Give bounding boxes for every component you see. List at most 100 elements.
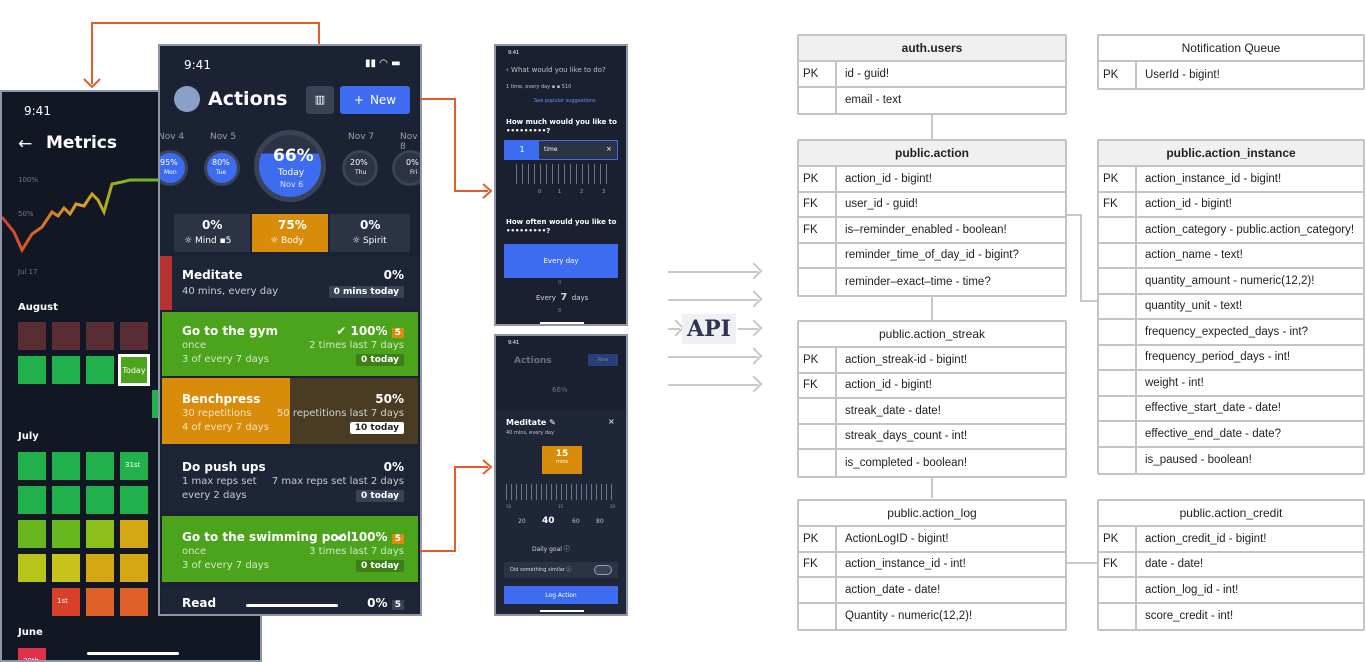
category-body[interactable] <box>252 214 328 252</box>
heatmap-cell[interactable] <box>86 588 114 616</box>
list-item[interactable]: Go to the gym once 3 of every 7 days ✔ 1… <box>162 312 418 376</box>
heatmap-cell[interactable] <box>120 554 148 582</box>
today-cell[interactable]: Today <box>118 354 150 386</box>
table-row: Quantity - numeric(12,2)! <box>799 603 1065 629</box>
category-spirit[interactable] <box>330 214 410 252</box>
heatmap-cell[interactable] <box>86 554 114 582</box>
table-row: effective_start_date - date! <box>1099 396 1363 422</box>
heatmap-cell[interactable] <box>52 452 80 480</box>
list-item[interactable]: Benchpress 30 repetitions 4 of every 7 d… <box>162 378 418 444</box>
heatmap-cell[interactable] <box>18 554 46 582</box>
ruler-slider[interactable] <box>506 484 616 500</box>
tick-label: 2 <box>580 189 584 195</box>
preset-option[interactable]: 20 <box>518 518 526 525</box>
tick-label: 15 <box>558 504 564 509</box>
heatmap-cell[interactable] <box>18 520 46 548</box>
item-sub: 30 repetitions <box>182 408 252 419</box>
status-time: 9:41 <box>24 104 51 118</box>
similar-toggle[interactable] <box>594 565 612 575</box>
category-mind[interactable] <box>174 214 250 252</box>
table-row: effective_end_date - date? <box>1099 422 1363 448</box>
day-ring[interactable] <box>342 150 378 186</box>
key-cell: PK <box>1099 62 1137 88</box>
sheet-title: Meditate ✎ <box>506 418 556 427</box>
heatmap-cell[interactable] <box>120 520 148 548</box>
metrics-line-chart <box>2 178 260 254</box>
bg-title: Actions <box>514 356 552 366</box>
table-row: action_name - text! <box>1099 243 1363 269</box>
heatmap-cell[interactable] <box>18 452 46 480</box>
preset-option[interactable]: 80 <box>596 518 604 525</box>
today-ring[interactable] <box>254 130 326 202</box>
heatmap-cell[interactable] <box>120 322 148 350</box>
item-title: Go to the gym <box>182 324 278 338</box>
field-cell: reminder_time_of_day_id - bigint? <box>845 249 1019 262</box>
heatmap-cell[interactable] <box>120 486 148 514</box>
day-label: 31st <box>125 461 141 469</box>
heatmap-cell[interactable] <box>120 588 148 616</box>
close-icon[interactable]: × <box>608 417 615 426</box>
month-label: August <box>18 302 58 313</box>
preset-option[interactable]: 40 <box>542 516 555 526</box>
list-item[interactable]: Read 0% 5 <box>162 586 418 614</box>
ruler-slider[interactable] <box>516 164 612 184</box>
every-n-days-picker[interactable]: Every 7 days <box>536 292 589 303</box>
back-icon[interactable]: ← <box>18 134 33 154</box>
day-ring[interactable] <box>204 150 240 186</box>
question-input[interactable]: ‹ What would you like to do? <box>506 66 606 74</box>
day-pct: 95% <box>160 158 178 167</box>
item-badge: 10 today <box>349 422 404 434</box>
key-cell: FK <box>1099 552 1137 576</box>
close-icon[interactable]: × <box>606 145 612 153</box>
every-day-option[interactable]: Every day <box>504 244 618 278</box>
field-cell: streak_days_count - int! <box>845 430 968 443</box>
quantity-value[interactable]: 1 <box>505 141 539 159</box>
heatmap-cell[interactable] <box>120 452 148 480</box>
field-cell: action_name - text! <box>1145 249 1243 262</box>
heatmap-cell[interactable] <box>52 322 80 350</box>
item-sub: 3 of every 7 days <box>182 354 269 365</box>
heatmap-cell[interactable] <box>86 486 114 514</box>
chart-icon[interactable]: ▥ <box>306 86 334 114</box>
new-action-button[interactable]: +New <box>340 86 410 114</box>
heatmap-cell[interactable] <box>52 486 80 514</box>
key-cell <box>1099 578 1137 602</box>
avatar[interactable] <box>174 86 200 112</box>
heatmap-cell[interactable] <box>86 356 114 384</box>
similar-row[interactable] <box>504 562 618 578</box>
heatmap-cell[interactable] <box>18 322 46 350</box>
heatmap-cell[interactable] <box>86 322 114 350</box>
field-cell: email - text <box>845 94 902 107</box>
day-ring[interactable] <box>392 150 420 186</box>
heatmap-cell[interactable] <box>18 648 46 660</box>
heatmap-cell[interactable] <box>86 520 114 548</box>
list-item[interactable]: Meditate 40 mins, every day 0% 0 mins to… <box>160 256 418 310</box>
heatmap-cell[interactable] <box>52 554 80 582</box>
list-item[interactable]: Go to the swimming pool once 3 of every … <box>162 516 418 582</box>
item-title: Benchpress <box>182 392 261 406</box>
preset-option[interactable]: 60 <box>572 518 580 525</box>
heatmap-cell[interactable] <box>18 486 46 514</box>
heatmap-cell[interactable] <box>52 520 80 548</box>
field-cell: effective_start_date - date! <box>1145 402 1281 415</box>
field-cell: action_credit_id - bigint! <box>1145 532 1267 545</box>
table-row: action_date - date! <box>799 578 1065 604</box>
heatmap-cell[interactable] <box>86 452 114 480</box>
item-right: 7 max reps set last 2 days <box>271 476 404 487</box>
api-arrow <box>668 299 758 301</box>
daily-goal-label: Daily goal ⓘ <box>532 546 570 553</box>
list-item[interactable]: Do push ups 1 max reps set every 2 days … <box>162 448 418 512</box>
day-ring[interactable] <box>160 150 188 186</box>
table-row: streak_date - date! <box>799 399 1065 425</box>
heatmap-cell[interactable] <box>18 356 46 384</box>
field-cell: is_completed - boolean! <box>845 456 968 469</box>
heatmap-cell[interactable] <box>52 356 80 384</box>
heatmap-cell[interactable] <box>52 588 80 616</box>
log-action-button[interactable]: Log Action <box>504 586 618 604</box>
day-name: Thu <box>355 169 367 176</box>
suggestions-link[interactable]: See popular suggestions <box>534 98 596 104</box>
